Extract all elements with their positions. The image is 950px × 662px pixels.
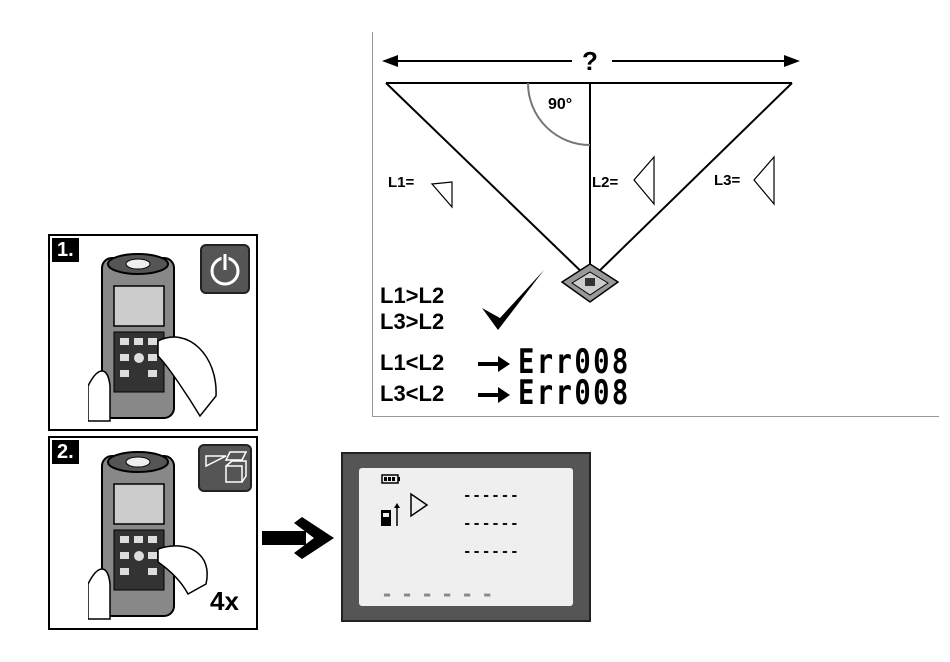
power-button-badge	[200, 244, 250, 294]
right-arrow-icon	[476, 354, 512, 374]
device-display-screen: ------ ------ ------ ------	[359, 468, 573, 606]
display-row-1: ------	[463, 488, 520, 504]
step-1-number: 1.	[52, 238, 79, 262]
indirect-measure-icon	[409, 492, 429, 518]
l1-triangle-icon	[432, 182, 452, 207]
checkmark-icon	[478, 266, 548, 336]
right-arrow-icon	[476, 385, 512, 405]
right-arrowhead-icon	[784, 55, 800, 67]
unknown-symbol: ?	[582, 46, 598, 77]
height-measure-icon	[379, 502, 401, 528]
repeat-count: 4x	[210, 586, 239, 617]
l2-label: L2=	[592, 174, 618, 191]
step-2-number: 2.	[52, 440, 79, 464]
measure-mode-badge	[198, 444, 252, 492]
wrong-condition-2: L3<L2	[380, 381, 444, 407]
l1-label: L1=	[388, 174, 414, 191]
step-1-panel: 1.	[48, 234, 258, 431]
triangle-diagram	[372, 32, 932, 332]
battery-icon	[381, 474, 401, 484]
error-code-2: Err008	[518, 373, 631, 413]
l3-triangle-icon	[754, 157, 774, 204]
measure-mode-icon	[200, 446, 250, 490]
l3-label: L3=	[714, 172, 740, 189]
angle-label: 90°	[548, 96, 572, 114]
wrong-condition-1: L1<L2	[380, 350, 444, 376]
device-at-vertex-icon	[562, 264, 618, 302]
display-row-3: ------	[463, 544, 520, 560]
big-arrow-icon	[262, 515, 336, 561]
display-bottom-row: ------	[381, 582, 501, 606]
step-2-panel: 2. 4x	[48, 436, 258, 630]
power-icon	[202, 246, 248, 292]
correct-condition-1: L1>L2	[380, 283, 444, 309]
device-display-frame: ------ ------ ------ ------	[341, 452, 591, 622]
correct-condition-2: L3>L2	[380, 309, 444, 335]
display-row-2: ------	[463, 516, 520, 532]
l2-triangle-icon	[634, 157, 654, 204]
left-arrowhead-icon	[382, 55, 398, 67]
